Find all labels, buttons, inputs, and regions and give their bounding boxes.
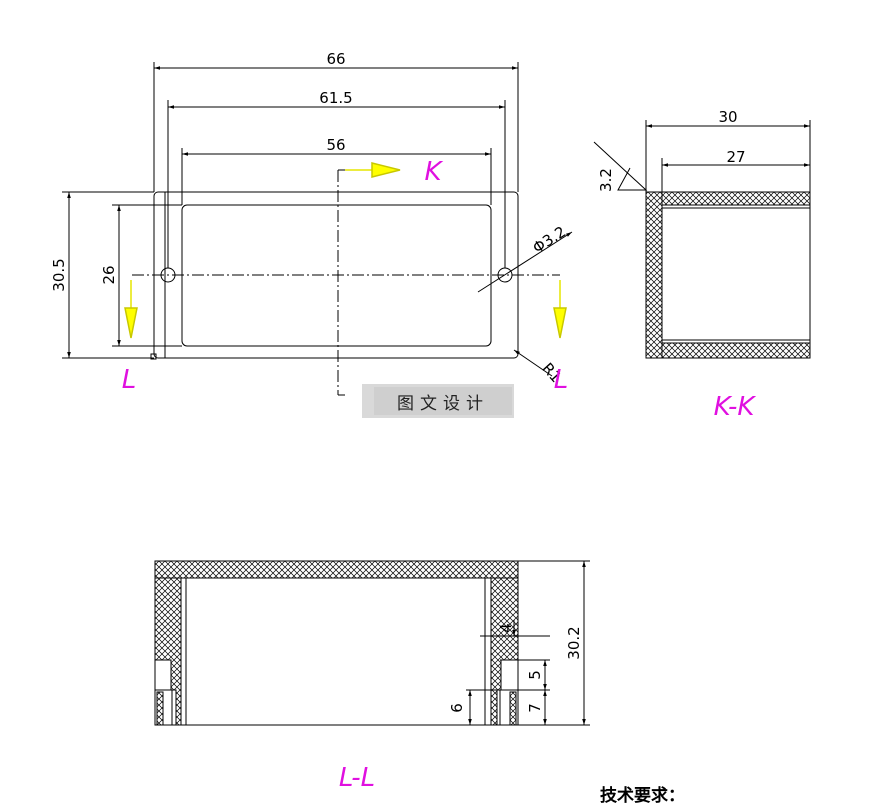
kk-roughness: 3.2 bbox=[597, 168, 615, 192]
dim-hole-diameter: Φ3.2 bbox=[529, 223, 569, 258]
dim-30-5: 30.5 bbox=[50, 258, 68, 291]
section-arrows bbox=[124, 162, 567, 339]
tech-requirements-heading: 技术要求： bbox=[600, 785, 685, 805]
dim-26: 26 bbox=[100, 265, 118, 284]
dim-61-5: 61.5 bbox=[319, 89, 352, 107]
top-dimensions bbox=[62, 62, 573, 377]
ll-section bbox=[154, 560, 590, 726]
watermark-text: 图文设计 bbox=[397, 394, 489, 414]
ll-cavity bbox=[185, 577, 486, 726]
ll-dim-6: 6 bbox=[448, 703, 466, 713]
section-mark-l-left: L bbox=[122, 365, 137, 395]
kk-dim-27: 27 bbox=[726, 148, 745, 166]
kk-dim-30: 30 bbox=[718, 108, 737, 126]
dim-56: 56 bbox=[326, 136, 345, 154]
ll-dim-7: 7 bbox=[526, 703, 544, 713]
ll-dim-5: 5 bbox=[526, 670, 544, 680]
section-title-kk: K-K bbox=[714, 392, 757, 422]
kk-outline bbox=[645, 191, 811, 359]
kk-section bbox=[593, 120, 811, 359]
section-mark-l-right: L bbox=[554, 365, 569, 395]
top-view bbox=[132, 169, 560, 396]
section-mark-k: K bbox=[424, 157, 443, 187]
ll-dim-30-2: 30.2 bbox=[565, 626, 583, 659]
watermark: 图文设计 bbox=[362, 384, 514, 418]
corner-marker bbox=[150, 353, 157, 360]
section-title-ll: L-L bbox=[339, 763, 375, 793]
dim-66: 66 bbox=[326, 50, 345, 68]
ll-dim-4: 4 bbox=[497, 623, 515, 633]
